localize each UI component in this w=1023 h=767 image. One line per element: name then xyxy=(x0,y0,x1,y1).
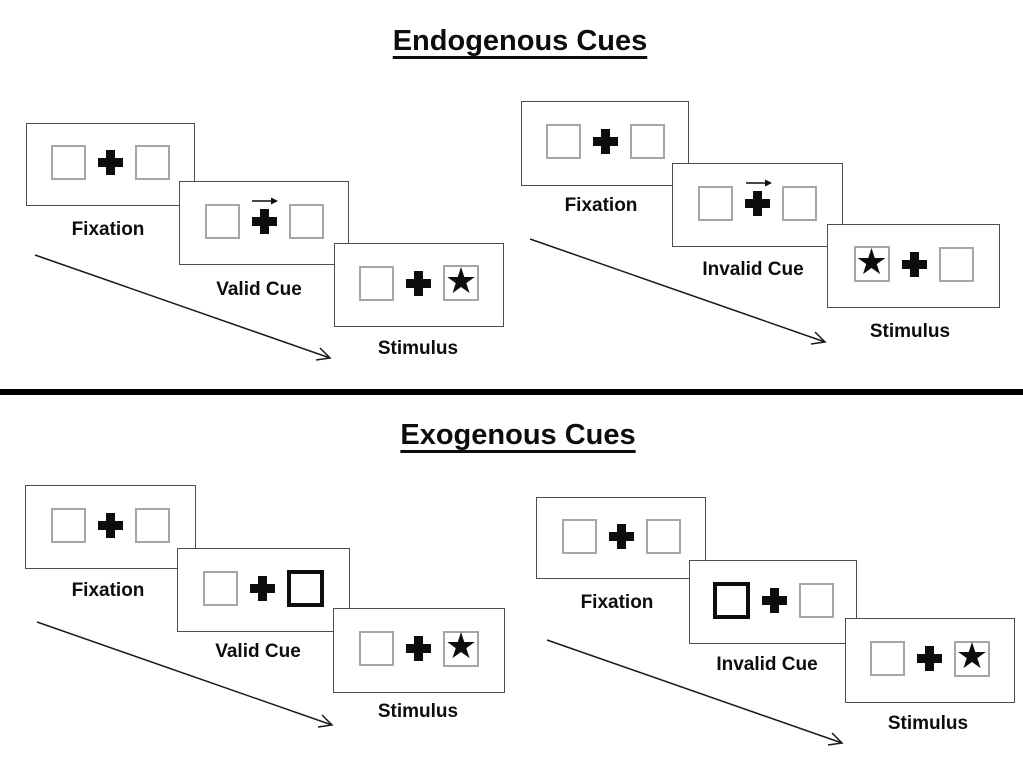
target-square: ★ xyxy=(954,636,990,677)
placeholder-square xyxy=(51,507,86,543)
timeline-arrow xyxy=(34,254,332,361)
step-label: Stimulus xyxy=(377,701,459,722)
placeholder-square xyxy=(629,124,665,159)
step-label: Valid Cue xyxy=(215,641,301,662)
placeholder-square xyxy=(782,185,817,221)
step-label: Fixation xyxy=(71,580,145,601)
step-label: Stimulus xyxy=(377,338,459,359)
fixation-cross-icon xyxy=(745,179,772,216)
placeholder-square xyxy=(288,203,324,239)
placeholder-square xyxy=(698,185,733,221)
fixation-cross-icon xyxy=(406,636,431,661)
fixation-panel xyxy=(25,485,196,569)
placeholder-square xyxy=(545,124,581,159)
step-label: Fixation xyxy=(71,219,145,240)
placeholder-square xyxy=(203,570,238,606)
placeholder-square xyxy=(870,641,905,676)
step-label: Fixation xyxy=(564,195,638,216)
fixation-cross-icon xyxy=(917,646,942,671)
fixation-panel xyxy=(536,497,706,579)
fixation-cross-icon xyxy=(251,197,279,234)
valid-cue-panel xyxy=(179,181,349,265)
step-label: Invalid Cue xyxy=(716,654,818,675)
fixation-cross-icon xyxy=(608,523,634,549)
stimulus-panel: ★ xyxy=(333,608,505,693)
target-square: ★ xyxy=(443,260,479,302)
placeholder-square xyxy=(204,203,240,239)
fixation-panel xyxy=(26,123,195,206)
fixation-cross-icon xyxy=(761,587,787,613)
stimulus-panel: ★ xyxy=(845,618,1015,703)
target-star-icon: ★ xyxy=(855,241,888,283)
section-title-exogenous: Exogenous Cues xyxy=(400,419,636,451)
placeholder-square xyxy=(359,631,394,666)
fixation-cross-icon xyxy=(406,270,431,296)
valid-cue-panel xyxy=(177,548,350,632)
placeholder-square xyxy=(51,145,86,180)
step-label: Valid Cue xyxy=(216,279,302,300)
stimulus-panel: ★ xyxy=(334,243,504,327)
fixation-cross-icon xyxy=(98,512,123,538)
peripheral-cue-square xyxy=(712,581,750,619)
invalid-cue-panel xyxy=(672,163,843,247)
timeline-arrow xyxy=(529,238,827,345)
placeholder-square xyxy=(798,582,834,618)
fixation-cross-icon xyxy=(901,251,927,277)
fixation-cross-icon xyxy=(250,575,275,601)
step-label: Stimulus xyxy=(869,321,951,342)
placeholder-square xyxy=(645,518,681,554)
stimulus-panel: ★ xyxy=(827,224,1000,308)
target-square: ★ xyxy=(443,626,479,667)
invalid-cue-panel xyxy=(689,560,857,644)
timeline-arrow xyxy=(36,621,334,728)
fixation-cross-icon xyxy=(592,129,618,154)
placeholder-square xyxy=(561,518,597,554)
target-square: ★ xyxy=(853,241,890,283)
target-star-icon: ★ xyxy=(955,636,989,677)
target-star-icon: ★ xyxy=(444,260,478,302)
timeline-arrow xyxy=(546,639,844,746)
right-arrow-cue-icon xyxy=(252,196,279,206)
placeholder-square xyxy=(135,507,170,543)
section-title-endogenous: Endogenous Cues xyxy=(392,25,648,57)
fixation-cross-icon xyxy=(98,150,123,175)
peripheral-cue-square xyxy=(287,569,324,607)
step-label: Invalid Cue xyxy=(702,259,804,280)
section-divider xyxy=(0,389,1023,395)
right-arrow-cue-icon xyxy=(745,178,772,188)
step-label: Fixation xyxy=(580,592,654,613)
target-star-icon: ★ xyxy=(444,626,478,667)
placeholder-square xyxy=(359,265,394,301)
fixation-panel xyxy=(521,101,689,186)
placeholder-square xyxy=(135,145,170,180)
placeholder-square xyxy=(938,246,974,282)
step-label: Stimulus xyxy=(887,713,969,734)
